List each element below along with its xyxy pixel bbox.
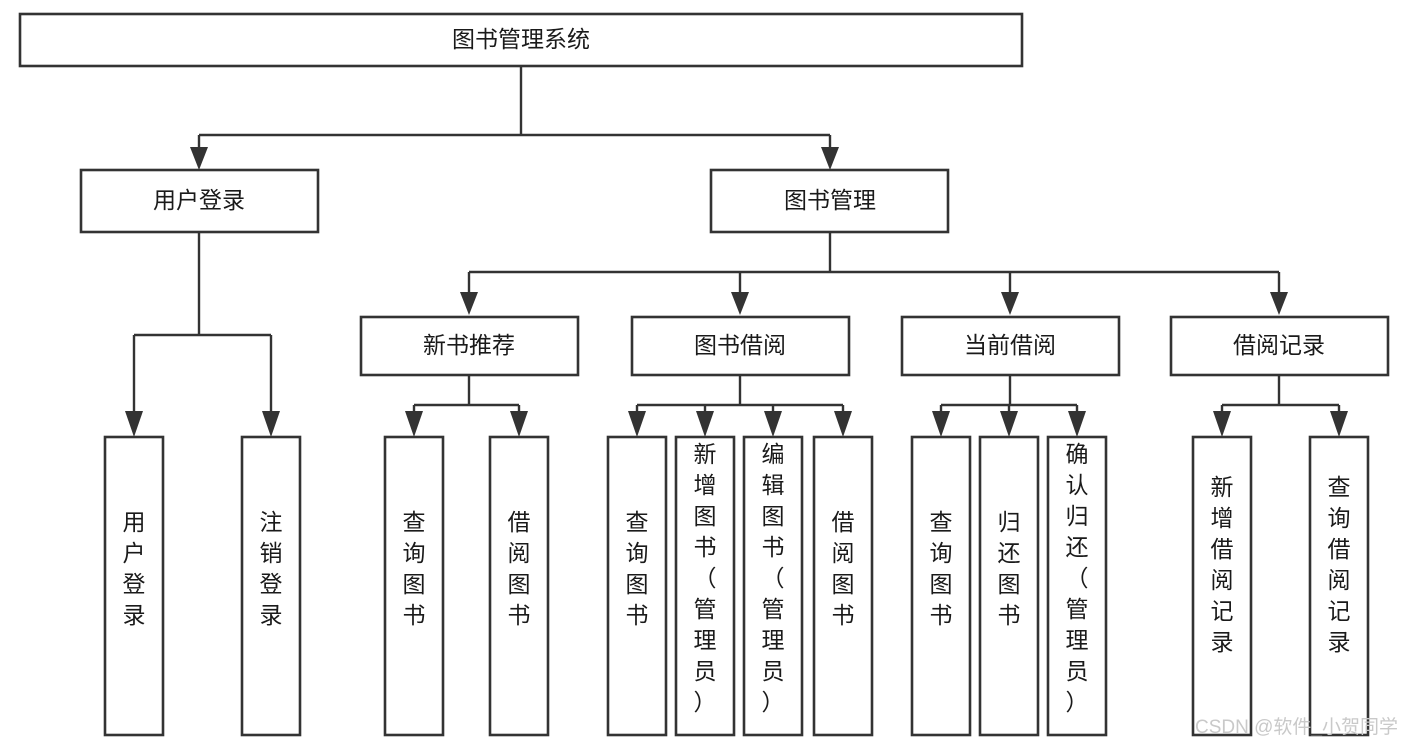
arrow-head-leaf-br-2: [1330, 411, 1348, 437]
leaf-box-br-query-record[interactable]: [1308, 435, 1370, 737]
node-new-book-recommend-box[interactable]: [359, 315, 580, 377]
leaf-label-user-login-logout: 注销登录: [260, 509, 283, 628]
arrow-head-book-borrow: [731, 292, 749, 315]
connector-group-root: [190, 66, 839, 170]
leaf-label-br-add-record: 新增借阅记录: [1211, 474, 1234, 655]
leaf-box-user-login-logout[interactable]: [240, 435, 302, 737]
arrow-head-leaf-bb-3: [764, 411, 782, 437]
leaf-box-bb-add-book[interactable]: [674, 435, 736, 737]
arrow-head-new-book-recommend: [460, 292, 478, 315]
leaf-box-user-login-login[interactable]: [103, 435, 165, 737]
arrow-head-leaf-bb-1: [628, 411, 646, 437]
leaf-node-bb-query-book[interactable]: 查询图书: [606, 435, 668, 737]
node-borrow-record[interactable]: 借阅记录: [1169, 315, 1390, 377]
node-user-login-box[interactable]: [79, 168, 320, 234]
arrow-head-user-login: [190, 147, 208, 170]
leaf-label-cb-confirm-return: 确认归还（管理员）: [1066, 441, 1089, 715]
connector-group-new-book-recommend: [405, 375, 528, 437]
leaf-node-user-login-logout[interactable]: 注销登录: [240, 435, 302, 737]
leaf-node-cb-query-book[interactable]: 查询图书: [910, 435, 972, 737]
arrow-head-leaf-br-1: [1213, 411, 1231, 437]
arrow-head-leaf-user-login-2: [262, 411, 280, 437]
leaf-box-br-add-record[interactable]: [1191, 435, 1253, 737]
leaf-label-cb-query-book: 查询图书: [930, 509, 953, 628]
arrow-head-borrow-record: [1270, 292, 1288, 315]
node-new-book-recommend-label: 新书推荐: [423, 332, 515, 358]
node-current-borrow-box[interactable]: [900, 315, 1121, 377]
leaf-box-bb-query-book[interactable]: [606, 435, 668, 737]
node-borrow-record-label: 借阅记录: [1233, 332, 1325, 358]
arrow-head-book-manage: [821, 147, 839, 170]
node-book-borrow-label: 图书借阅: [694, 332, 786, 358]
leaf-node-bb-borrow-book[interactable]: 借阅图书: [812, 435, 874, 737]
node-root-label: 图书管理系统: [452, 26, 590, 52]
arrow-head-leaf-cb-2: [1000, 411, 1018, 437]
leaf-label-br-query-record: 查询借阅记录: [1328, 474, 1351, 655]
node-borrow-record-box[interactable]: [1169, 315, 1390, 377]
connector-group-book-manage: [460, 232, 1288, 315]
leaf-node-cb-confirm-return[interactable]: 确认归还（管理员）: [1046, 435, 1108, 737]
node-book-management[interactable]: 图书管理: [709, 168, 950, 234]
csdn-watermark: CSDN @软件_小贺同学: [1195, 716, 1398, 738]
arrow-head-leaf-nbr-2: [510, 411, 528, 437]
node-user-login[interactable]: 用户登录: [79, 168, 320, 234]
leaf-box-cb-query-book[interactable]: [910, 435, 972, 737]
arrow-head-leaf-bb-4: [834, 411, 852, 437]
arrow-head-leaf-cb-3: [1068, 411, 1086, 437]
node-user-login-label: 用户登录: [153, 187, 245, 213]
leaf-label-nbr-query-book: 查询图书: [403, 509, 426, 628]
node-current-borrow[interactable]: 当前借阅: [900, 315, 1121, 377]
arrow-head-leaf-user-login-1: [125, 411, 143, 437]
connector-group-borrow-record: [1213, 375, 1348, 437]
arrow-head-leaf-nbr-1: [405, 411, 423, 437]
leaf-label-cb-return-book: 归还图书: [998, 509, 1021, 628]
leaf-node-br-add-record[interactable]: 新增借阅记录: [1191, 435, 1253, 737]
node-current-borrow-label: 当前借阅: [964, 332, 1056, 358]
leaf-node-bb-edit-book[interactable]: 编辑图书（管理员）: [742, 435, 804, 737]
leaf-node-user-login-login[interactable]: 用户登录: [103, 435, 165, 737]
leaf-box-cb-confirm-return[interactable]: [1046, 435, 1108, 737]
leaf-box-cb-return-book[interactable]: [978, 435, 1040, 737]
node-book-borrow-box[interactable]: [630, 315, 851, 377]
leaf-label-user-login-login: 用户登录: [123, 509, 146, 628]
node-new-book-recommend[interactable]: 新书推荐: [359, 315, 580, 377]
arrow-head-current-borrow: [1001, 292, 1019, 315]
connector-group-current-borrow: [932, 375, 1086, 437]
leaf-box-nbr-borrow-book[interactable]: [488, 435, 550, 737]
leaf-label-nbr-borrow-book: 借阅图书: [508, 509, 531, 628]
connector-group-book-borrow: [628, 375, 852, 437]
leaf-node-nbr-borrow-book[interactable]: 借阅图书: [488, 435, 550, 737]
node-root-box[interactable]: [18, 12, 1024, 68]
leaf-node-cb-return-book[interactable]: 归还图书: [978, 435, 1040, 737]
node-book-management-box[interactable]: [709, 168, 950, 234]
leaf-box-nbr-query-book[interactable]: [383, 435, 445, 737]
node-book-borrow[interactable]: 图书借阅: [630, 315, 851, 377]
leaf-label-bb-borrow-book: 借阅图书: [832, 509, 855, 628]
leaf-label-bb-edit-book: 编辑图书（管理员）: [762, 441, 785, 715]
arrow-head-leaf-bb-2: [696, 411, 714, 437]
leaf-node-br-query-record[interactable]: 查询借阅记录: [1308, 435, 1370, 737]
leaf-box-bb-borrow-book[interactable]: [812, 435, 874, 737]
leaf-node-nbr-query-book[interactable]: 查询图书: [383, 435, 445, 737]
leaf-label-bb-add-book: 新增图书（管理员）: [694, 441, 717, 715]
arrow-head-leaf-cb-1: [932, 411, 950, 437]
node-root-book-management-system[interactable]: 图书管理系统: [18, 12, 1024, 68]
connector-group-user-login: [125, 232, 280, 437]
leaf-box-bb-edit-book[interactable]: [742, 435, 804, 737]
leaf-node-bb-add-book[interactable]: 新增图书（管理员）: [674, 435, 736, 737]
node-book-management-label: 图书管理: [784, 187, 876, 213]
leaf-label-bb-query-book: 查询图书: [626, 509, 649, 628]
